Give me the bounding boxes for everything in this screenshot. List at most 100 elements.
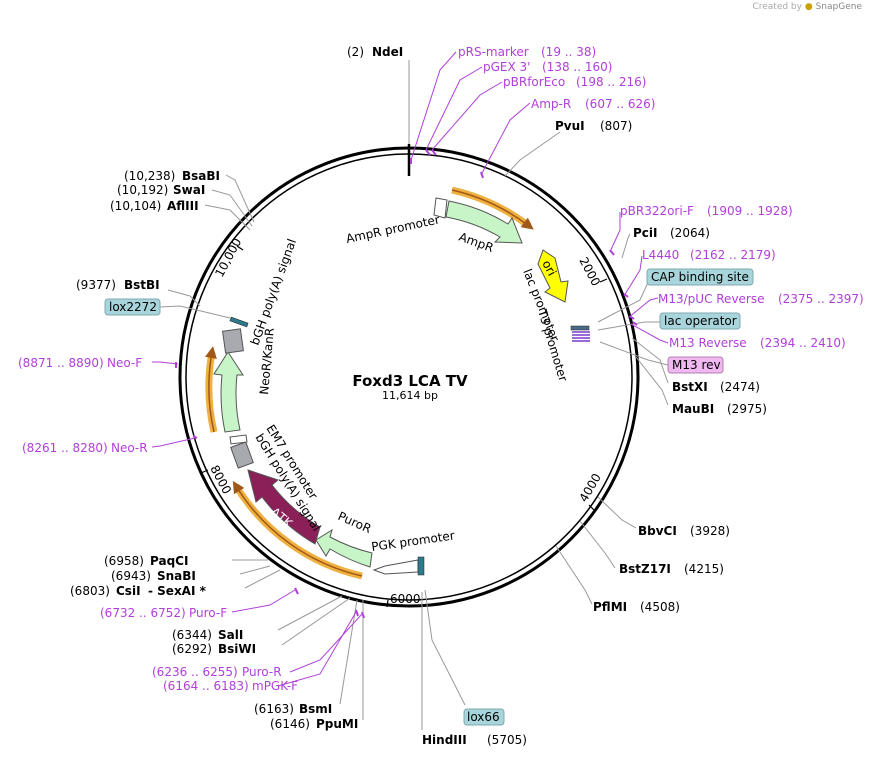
site-hindiii-pos: (5705) xyxy=(487,733,527,747)
site-bstbi[interactable]: (9377) BstBI xyxy=(76,278,160,292)
site-ndei[interactable]: (2) NdeI xyxy=(347,45,403,59)
site-bsabi[interactable]: (10,238) BsaBI xyxy=(124,169,220,183)
primer-puror-name: Puro-R xyxy=(242,665,282,679)
site-bsmi[interactable]: (6163) BsmI xyxy=(254,702,332,716)
site-swai-name: SwaI xyxy=(173,183,205,197)
ori-feature[interactable] xyxy=(537,249,569,303)
leader-lines xyxy=(159,60,669,730)
site-pvui-pos: (807) xyxy=(600,119,632,133)
primer-pbrfor-range: (198 .. 216) xyxy=(576,75,646,89)
site-bbvci-name: BbvCI xyxy=(638,524,677,538)
site-pcii[interactable]: PciI (2064) xyxy=(633,226,710,240)
site-snabi[interactable]: (6943) SnaBI xyxy=(111,569,196,583)
boxed-lox66[interactable]: lox66 xyxy=(463,708,505,726)
site-bstbi-pos: (9377) xyxy=(76,278,116,292)
bgh-polya-feature-2[interactable] xyxy=(230,441,254,469)
site-bstz17i-name: BstZ17I xyxy=(619,562,671,576)
site-swai[interactable]: (10,192) SwaI xyxy=(117,183,205,197)
dtk-gene-feature[interactable] xyxy=(247,469,321,545)
site-csii[interactable]: (6803) CsiI - SexAI * xyxy=(70,584,207,598)
pgk-promoter-feature[interactable] xyxy=(372,559,419,575)
boxed-m13rev-label: M13 rev xyxy=(672,358,721,372)
em7-promoter-feature[interactable] xyxy=(229,434,248,445)
site-bsmi-name: BsmI xyxy=(299,702,332,716)
site-sali-pos: (6344) xyxy=(172,628,212,642)
site-bbvci[interactable]: BbvCI (3928) xyxy=(638,524,730,538)
site-aflii[interactable]: (10,104) AflIII xyxy=(110,199,199,213)
label-neor-kanr: NeoR/KanR xyxy=(257,327,277,395)
lac-region-stripes[interactable] xyxy=(570,325,590,342)
primer-m13-reverse[interactable]: M13 Reverse (2394 .. 2410) xyxy=(669,336,846,350)
primer-puro-r[interactable]: (6236 .. 6255) Puro-R xyxy=(152,665,282,679)
tick-label-4000: 4000 xyxy=(576,471,603,504)
map-title: Foxd3 LCA TV xyxy=(352,372,468,390)
site-pvui[interactable]: PvuI (807) xyxy=(555,119,632,133)
site-bsiwi[interactable]: (6292) BsiWI xyxy=(172,642,256,656)
site-paqci-pos: (6958) xyxy=(104,554,144,568)
primer-l4440-name: L4440 xyxy=(642,248,679,262)
site-pflmi[interactable]: PflMI (4508) xyxy=(593,600,680,614)
primer-neo-r[interactable]: (8261 .. 8280) Neo-R xyxy=(22,441,148,455)
credit: Created by ● SnapGene xyxy=(752,2,862,12)
site-paqci[interactable]: (6958) PaqCI xyxy=(104,554,188,568)
site-aflii-name: AflIII xyxy=(167,199,199,213)
dtk-orf-arrow[interactable] xyxy=(232,480,363,577)
site-swai-pos: (10,192) xyxy=(117,183,168,197)
ampr-promoter-feature[interactable] xyxy=(433,197,448,219)
site-bstxi-name: BstXI xyxy=(672,380,708,394)
boxed-lox2272[interactable]: lox2272 xyxy=(104,298,161,316)
primer-neor-range: (8261 .. 8280) xyxy=(22,441,108,455)
tick-mark-4000 xyxy=(588,504,595,511)
ampr-orf-arrow[interactable] xyxy=(451,189,534,230)
site-bstxi[interactable]: BstXI (2474) xyxy=(672,380,760,394)
ampr-gene-feature[interactable] xyxy=(445,200,523,244)
site-ppumi[interactable]: (6146) PpuMI xyxy=(270,717,358,731)
site-pcii-name: PciI xyxy=(633,226,658,240)
primer-neof-name: Neo-F xyxy=(107,356,142,370)
primer-l4440[interactable]: L4440 (2162 .. 2179) xyxy=(642,248,776,262)
site-maubi-pos: (2975) xyxy=(727,402,767,416)
primer-ampr-range: (607 .. 626) xyxy=(585,97,655,111)
site-hindiii[interactable]: HindIII (5705) xyxy=(422,733,527,747)
boxed-lac-operator[interactable]: lac operator xyxy=(659,312,741,330)
site-bstz17i-pos: (4215) xyxy=(684,562,724,576)
primer-pbr322ori-f[interactable]: pBR322ori-F (1909 .. 1928) xyxy=(620,204,793,218)
primer-pgex-range: (138 .. 160) xyxy=(542,60,612,74)
boxed-cap-binding-site[interactable]: CAP binding site xyxy=(646,268,754,286)
label-pgk-promoter: PGK promoter xyxy=(370,528,455,554)
label-ori: ori xyxy=(539,258,559,278)
neor-orf-arrow[interactable] xyxy=(205,346,217,433)
primer-leader-lines xyxy=(151,51,669,687)
primer-neof-range: (8871 .. 8890) xyxy=(18,356,104,370)
site-bstz17i[interactable]: BstZ17I (4215) xyxy=(619,562,724,576)
lox2272-feature[interactable] xyxy=(229,316,249,328)
neor-kanr-gene-feature[interactable] xyxy=(213,351,244,433)
primer-m13puc-range: (2375 .. 2397) xyxy=(778,292,864,306)
primer-purof-range: (6732 .. 6752) xyxy=(100,606,186,620)
site-bsiwi-name: BsiWI xyxy=(218,642,256,656)
lox66-feature[interactable] xyxy=(417,556,425,576)
credit-brand: SnapGene xyxy=(815,2,862,12)
primer-m13-puc-reverse[interactable]: M13/pUC Reverse (2375 .. 2397) xyxy=(658,292,864,306)
bgh-polya-feature-1[interactable] xyxy=(221,328,245,354)
primer-mpgk-f[interactable]: (6164 .. 6183) mPGK-F xyxy=(163,679,298,693)
primer-pgex-3[interactable]: pGEX 3' (138 .. 160) xyxy=(483,60,612,74)
primer-prs-range: (19 .. 38) xyxy=(541,45,596,59)
puror-gene-feature[interactable] xyxy=(315,528,373,568)
tick-mark-10000 xyxy=(236,245,244,251)
primer-prs-marker[interactable]: pRS-marker (19 .. 38) xyxy=(458,45,596,59)
site-sali[interactable]: (6344) SalI xyxy=(172,628,243,642)
primer-pbrforeco[interactable]: pBRforEco (198 .. 216) xyxy=(503,75,646,89)
primer-neo-f[interactable]: (8871 .. 8890) Neo-F xyxy=(18,356,142,370)
site-maubi[interactable]: MauBI (2975) xyxy=(672,402,767,416)
primer-puro-f[interactable]: (6732 .. 6752) Puro-F xyxy=(100,606,227,620)
primer-ticks xyxy=(175,149,638,619)
boxed-m13-rev[interactable]: M13 rev xyxy=(667,356,724,374)
site-csii-pos: (6803) xyxy=(70,584,110,598)
boxed-lacop-label: lac operator xyxy=(664,314,737,328)
site-pflmi-name: PflMI xyxy=(593,600,627,614)
primer-amp-r[interactable]: Amp-R (607 .. 626) xyxy=(531,97,655,111)
site-maubi-name: MauBI xyxy=(672,402,714,416)
